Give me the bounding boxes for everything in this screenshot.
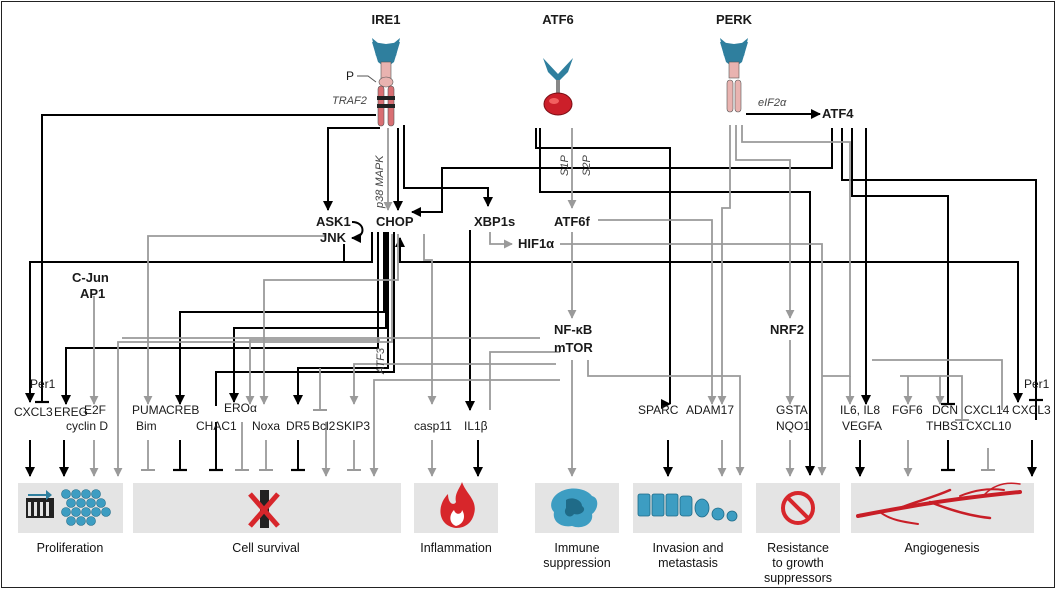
per1-right-label: Per1 <box>1024 377 1050 391</box>
atf3-label: ATF3 <box>375 347 387 375</box>
inflammation-label: Inflammation <box>420 541 492 555</box>
adam17-label: ADAM17 <box>686 403 734 417</box>
sparc-label: SPARC <box>638 403 679 417</box>
bcl2-label: Bcl2 <box>312 419 336 433</box>
xbp1s-node: XBP1s <box>474 214 515 229</box>
proliferation-label: Proliferation <box>37 541 104 555</box>
perk-label: PERK <box>716 12 753 27</box>
cxcl3-left-label: CXCL3 <box>14 405 53 419</box>
ire1-label: IRE1 <box>372 12 401 27</box>
puma-label: PUMA <box>132 403 167 417</box>
immune-suppression-cell-icon <box>551 489 597 528</box>
cxcl10-label: CXCL10 <box>966 419 1012 433</box>
il1b-label: IL1β <box>464 419 488 433</box>
vegfa-label: VEGFA <box>842 419 882 433</box>
immune-label-1: Immune <box>554 541 599 555</box>
cyclind-label: cyclin D <box>66 419 108 433</box>
atf6f-node: ATF6f <box>554 214 591 229</box>
dr5-label: DR5 <box>286 419 310 433</box>
target-genes: Per1 CXCL3 EREG E2F cyclin D PUMA Bim CR… <box>14 377 1051 433</box>
mtor-node: mTOR <box>554 340 593 355</box>
ap1-node: AP1 <box>80 286 105 301</box>
angiogenesis-label: Angiogenesis <box>904 541 979 555</box>
hif1a-node: HIF1α <box>518 236 554 251</box>
invasion-label-1: Invasion and <box>653 541 724 555</box>
atf4-node: ATF4 <box>822 106 854 121</box>
s1p-label: S1P <box>559 155 571 176</box>
skip3-label: SKIP3 <box>336 419 370 433</box>
immune-label-2: suppression <box>543 556 610 570</box>
dcn-label: DCN <box>932 403 958 417</box>
atf6-label: ATF6 <box>542 12 574 27</box>
p38-label: p38 MAPK <box>374 155 386 209</box>
s2p-label: S2P <box>581 155 593 176</box>
per1-left-label: Per1 <box>30 377 56 391</box>
jnk-node: JNK <box>320 230 347 245</box>
casp11-label: casp11 <box>414 419 452 433</box>
traf2-label: TRAF2 <box>332 95 367 107</box>
phospho-pointer <box>357 76 376 82</box>
thbs1-label: THBS1 <box>926 419 965 433</box>
ire1-receptor-icon <box>372 38 400 126</box>
atf6-receptor-icon <box>543 58 573 115</box>
resistance-label-1: Resistance <box>767 541 829 555</box>
strong-connectors <box>30 115 1036 476</box>
nfkb-node: NF-κB <box>554 322 592 337</box>
eif2a-label: eIF2α <box>758 97 787 109</box>
gsta-label: GSTA <box>776 403 808 417</box>
hub-nodes: ATF4 ASK1 JNK CHOP XBP1s ATF6f HIF1α C-J… <box>72 106 854 355</box>
receptor-labels: IRE1 ATF6 PERK <box>372 12 753 27</box>
ereg-label: EREG <box>54 405 88 419</box>
invasion-label-2: metastasis <box>658 556 718 570</box>
cell-survival-label: Cell survival <box>232 541 299 555</box>
e2f-label: E2F <box>84 403 106 417</box>
chop-node: CHOP <box>376 214 414 229</box>
outcome-labels: Proliferation Cell survival Inflammation… <box>37 541 980 585</box>
cjun-node: C-Jun <box>72 270 109 285</box>
il6il8-label: IL6, IL8 <box>840 403 880 417</box>
cxcl3-right-label: CXCL3 <box>1012 403 1051 417</box>
creb-label: CREB <box>166 403 199 417</box>
phospho-label: P <box>346 69 354 83</box>
cxcl14-label: CXCL14 <box>964 403 1010 417</box>
fgf6-label: FGF6 <box>892 403 923 417</box>
nqo1-label: NQO1 <box>776 419 810 433</box>
eroa-label: EROα <box>224 401 257 415</box>
outcome-panels <box>18 483 1034 533</box>
resistance-label-2: to growth <box>772 556 823 570</box>
bim-label: Bim <box>136 419 157 433</box>
chac1-label: CHAC1 <box>196 419 237 433</box>
noxa-label: Noxa <box>252 419 280 433</box>
nrf2-node: NRF2 <box>770 322 804 337</box>
perk-receptor-icon <box>720 38 748 112</box>
ask1-node: ASK1 <box>316 214 351 229</box>
resistance-label-3: suppressors <box>764 571 832 585</box>
